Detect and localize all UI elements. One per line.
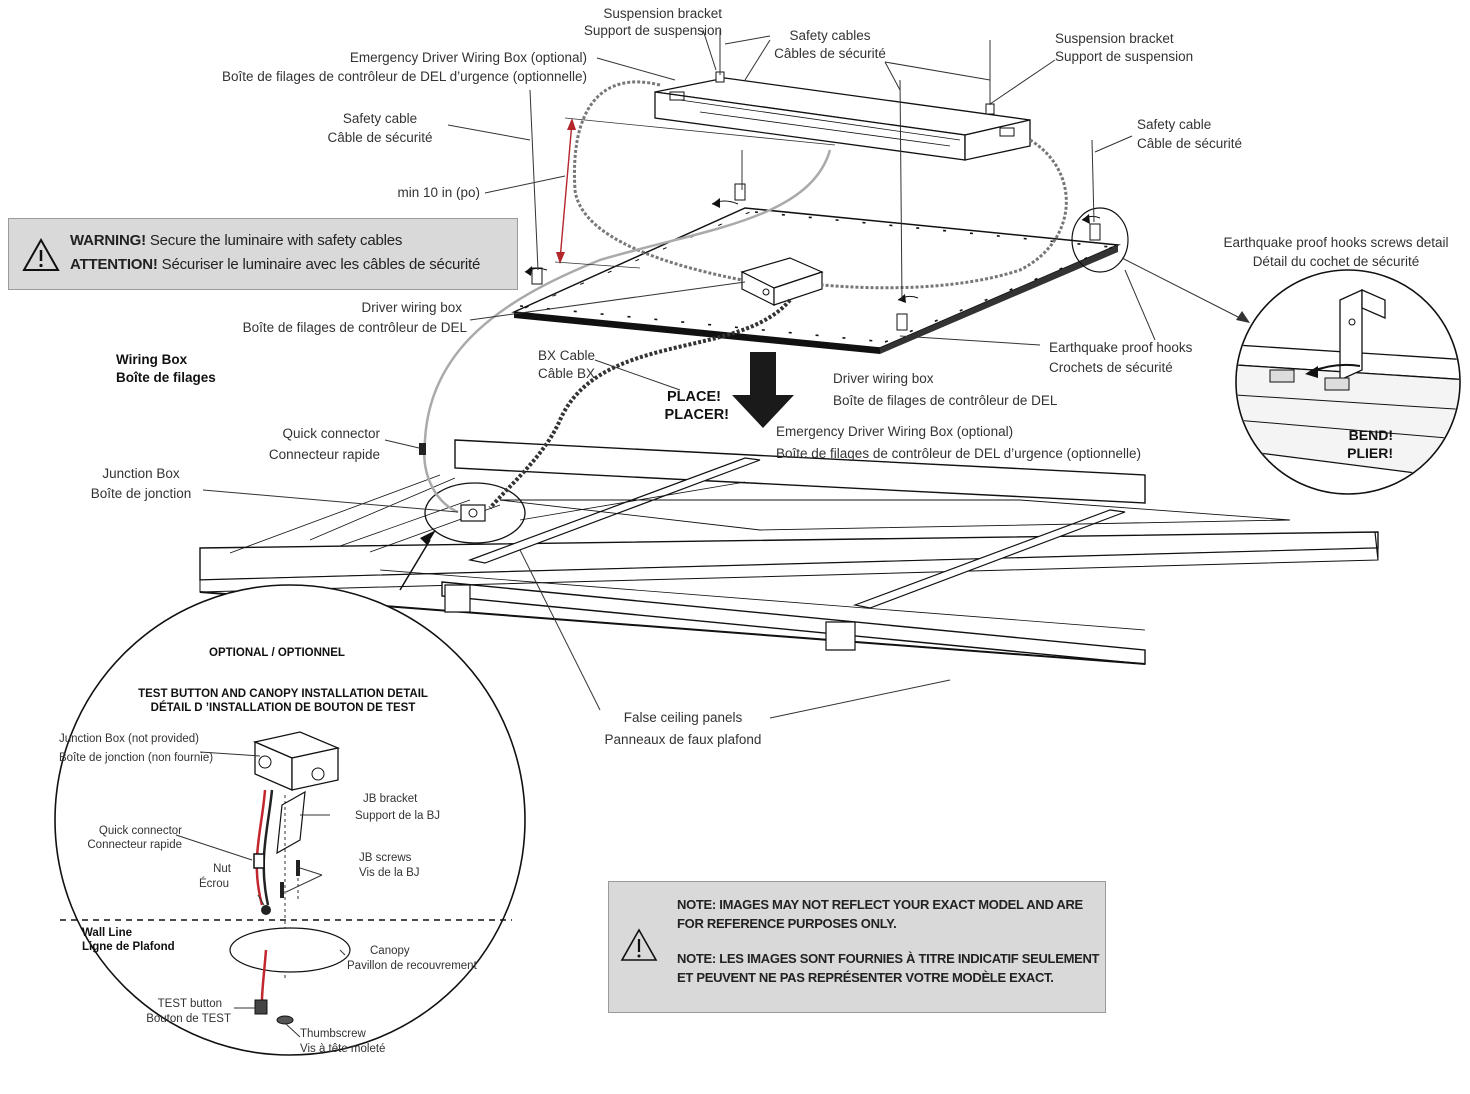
earthquake-hooks-label-fr: Crochets de sécurité: [1049, 360, 1173, 375]
bend-label-en: BEND!: [1349, 427, 1393, 443]
bx-cable-label-fr: Câble BX: [538, 366, 595, 381]
note-callout: NOTE: IMAGES MAY NOT REFLECT YOUR EXACT …: [608, 881, 1106, 1013]
warning-line-fr: ATTENTION! Sécuriser le luminaire avec l…: [70, 256, 481, 273]
suspension-bracket-left-label-fr: Support de suspension: [584, 23, 722, 38]
jb-bracket-label-en: JB bracket: [363, 793, 418, 805]
driver-box-left-label-fr: Boîte de filages de contrôleur de DEL: [243, 320, 468, 335]
emergency-driver-box-icon: [654, 71, 1031, 161]
wall-line-label-en: Wall Line: [82, 927, 132, 939]
junction-box-label-en: Junction Box: [102, 466, 180, 481]
down-arrow-icon: [732, 352, 794, 428]
earthquake-detail-label-fr: Détail du cochet de sécurité: [1253, 254, 1420, 269]
driver-box-center-label-fr: Boîte de filages de contrôleur de DEL: [833, 393, 1058, 408]
cables: [419, 30, 1095, 514]
safety-cable-left-label-en: Safety cable: [343, 111, 417, 126]
safety-cable-right-label-fr: Câble de sécurité: [1137, 136, 1242, 151]
junction-box-highlight-circle: [424, 482, 526, 544]
place-label-en: PLACE!: [667, 389, 721, 405]
detail-quick-connector-label-fr: Connecteur rapide: [87, 839, 182, 851]
safety-cables-label-fr: Câbles de sécurité: [774, 46, 886, 61]
hook-detail-circle: [1071, 207, 1129, 273]
test-button-label-en: TEST button: [158, 998, 222, 1010]
detail-junction-box-label-fr: Boîte de jonction (non fournie): [59, 752, 213, 764]
emergency-box-center-label-en: Emergency Driver Wiring Box (optional): [776, 424, 1013, 439]
suspension-bracket-right-label-fr: Support de suspension: [1055, 49, 1193, 64]
wall-line-label-fr: Ligne de Plafond: [82, 941, 175, 953]
warning-triangle-icon: [22, 237, 60, 271]
suspension-bracket-left-label-en: Suspension bracket: [603, 6, 722, 21]
wiring-box-label-fr: Boîte de filages: [116, 370, 216, 385]
emergency-box-top-label-en: Emergency Driver Wiring Box (optional): [350, 50, 587, 65]
note-en-line-1: NOTE: IMAGES MAY NOT REFLECT YOUR EXACT …: [677, 897, 1083, 912]
bx-cable-label-en: BX Cable: [538, 348, 595, 363]
note-fr-line-2: ET PEUVENT NE PAS REPRÉSENTER VOTRE MODÈ…: [677, 970, 1054, 985]
detail-junction-box-label-en: Junction Box (not provided): [59, 733, 199, 745]
warning-callout: WARNING! Secure the luminaire with safet…: [8, 218, 518, 290]
driver-wiring-box-icon: [740, 257, 824, 306]
false-ceiling-label-fr: Panneaux de faux plafond: [605, 732, 762, 747]
canopy-label-fr: Pavillon de recouvrement: [347, 960, 478, 972]
canopy-label-en: Canopy: [370, 945, 410, 957]
earthquake-hooks: [524, 183, 1101, 331]
leader-lines: [202, 29, 1156, 719]
junction-box-icon: [460, 504, 486, 522]
min-distance-label: min 10 in (po): [397, 185, 480, 200]
suspension-bracket-right-label-en: Suspension bracket: [1055, 31, 1174, 46]
warning-line-en: WARNING! Secure the luminaire with safet…: [70, 232, 403, 249]
thumbscrew-label-en: Thumbscrew: [300, 1028, 367, 1040]
test-button-label-fr: Bouton de TEST: [146, 1013, 231, 1025]
safety-cable-left-label-fr: Câble de sécurité: [327, 130, 432, 145]
min-distance-dimension: [554, 117, 836, 269]
note-fr-line-1: NOTE: LES IMAGES SONT FOURNIES À TITRE I…: [677, 951, 1100, 966]
nut-label-fr: Écrou: [199, 877, 229, 890]
ceiling-grid: [199, 439, 1379, 665]
driver-box-left-label-en: Driver wiring box: [361, 300, 462, 315]
driver-box-center-label-en: Driver wiring box: [833, 371, 934, 386]
false-ceiling-label-en: False ceiling panels: [624, 710, 743, 725]
note-en-line-2: FOR REFERENCE PURPOSES ONLY.: [677, 916, 897, 931]
safety-cable-right-label-en: Safety cable: [1137, 117, 1211, 132]
quick-connector-label-fr: Connecteur rapide: [269, 447, 380, 462]
earthquake-detail-circle: [1235, 269, 1461, 495]
detail-title: OPTIONAL / OPTIONNEL: [209, 647, 345, 659]
jb-screws-label-fr: Vis de la BJ: [359, 867, 420, 879]
quick-connector-label-en: Quick connector: [282, 426, 380, 441]
thumbscrew-label-fr: Vis à tête moleté: [300, 1043, 385, 1055]
detail-subtitle-en: TEST BUTTON AND CANOPY INSTALLATION DETA…: [138, 688, 428, 700]
earthquake-detail-label-en: Earthquake proof hooks screws detail: [1223, 235, 1448, 250]
detail-quick-connector-label-en: Quick connector: [99, 825, 182, 837]
optional-detail-circle: [54, 584, 526, 1056]
jb-screws-label-en: JB screws: [359, 852, 412, 864]
jb-detail-junction-box-icon: [252, 731, 341, 791]
nut-label-en: Nut: [213, 863, 232, 875]
jb-bracket-label-fr: Support de la BJ: [355, 810, 440, 822]
top-labels: Suspension bracket Support de suspension…: [91, 6, 1449, 747]
emergency-box-center-label-fr: Boîte de filages de contrôleur de DEL d’…: [776, 446, 1141, 461]
emergency-box-top-label-fr: Boîte de filages de contrôleur de DEL d’…: [222, 69, 587, 84]
bend-label-fr: PLIER!: [1347, 445, 1393, 461]
safety-cables-label-en: Safety cables: [789, 28, 870, 43]
earthquake-hooks-label-en: Earthquake proof hooks: [1049, 340, 1193, 355]
detail-subtitle-fr: DÉTAIL D ’INSTALLATION DE BOUTON DE TEST: [151, 701, 416, 714]
junction-box-label-fr: Boîte de jonction: [91, 486, 192, 501]
place-label-fr: PLACER!: [665, 407, 729, 423]
wiring-box-label-en: Wiring Box: [116, 352, 188, 367]
warning-triangle-icon: [620, 928, 658, 961]
detail-labels: OPTIONAL / OPTIONNEL TEST BUTTON AND CAN…: [59, 647, 478, 1055]
